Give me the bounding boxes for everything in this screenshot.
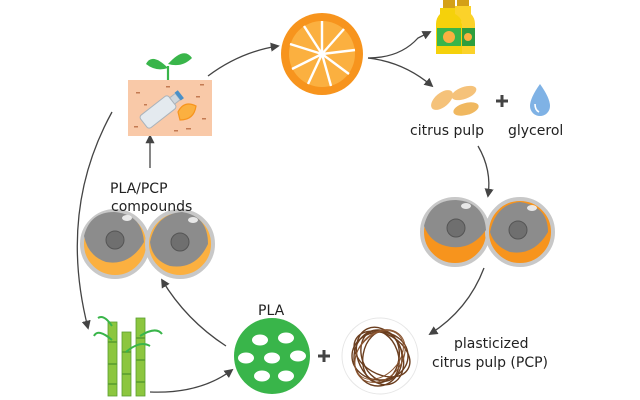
pla-label: PLA [258, 303, 285, 319]
arrow-orange-to-pulp [367, 57, 434, 88]
pla-pcp-label-line2: compounds [111, 199, 192, 215]
arrow-pulp-to-pcp-blend [477, 145, 494, 198]
plasticized-label-line2: citrus pulp (PCP) [432, 355, 548, 371]
glycerol-label: glycerol [508, 123, 563, 139]
arrow-sugarcane-to-pla [149, 368, 234, 393]
citrus-pulp-icon [431, 85, 479, 116]
arrow-orange-to-juice [367, 31, 432, 59]
pla-pellets-icon [234, 318, 310, 394]
polymer-blend-icon [80, 209, 215, 279]
juice-bottles-icon [436, 0, 475, 54]
plus-sign-top [496, 95, 508, 107]
arrow-pla-to-compounds [161, 278, 227, 347]
pcp-blend-icon [420, 197, 555, 267]
plasticized-label-line1: plasticized [454, 336, 528, 352]
citrus-pulp-label: citrus pulp [410, 123, 484, 139]
pla-pcp-label-line1: PLA/PCP [110, 181, 168, 197]
arrow-blend-to-pcp [428, 267, 485, 335]
compost-soil-icon [128, 53, 212, 136]
glycerol-drop-icon [530, 84, 550, 116]
pcp-fiber-icon [341, 317, 419, 395]
arrow-soil-to-sugarcane [76, 111, 113, 330]
arrow-soil-to-orange [207, 42, 280, 77]
orange-slice-icon [281, 13, 363, 95]
sugarcane-icon [93, 316, 163, 397]
plus-sign-bottom [318, 350, 330, 362]
cycle-arrows [76, 31, 494, 393]
